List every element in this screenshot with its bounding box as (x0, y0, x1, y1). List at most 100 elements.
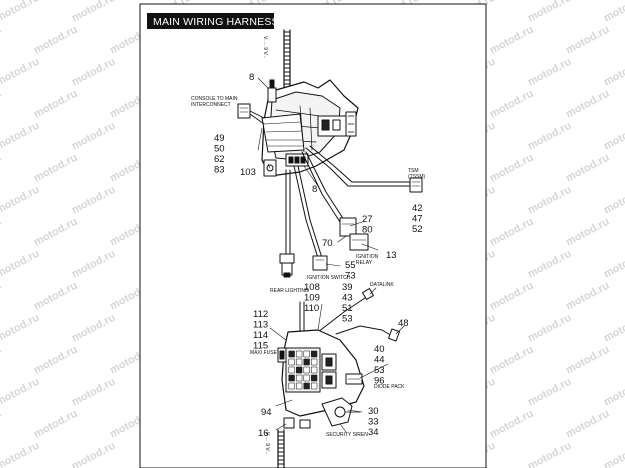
callout-8-top: 8 (249, 72, 254, 83)
watermark-text: motod.ru (564, 408, 612, 441)
callout-103: 103 (240, 167, 256, 178)
label-maxi-fuse: MAXI FUSE (250, 350, 278, 356)
watermark-text: motod.ru (32, 24, 80, 57)
title-banner (147, 13, 274, 29)
label-security-siren: SECURITY SIREN (326, 432, 368, 438)
watermark-text: motod.ru (70, 312, 118, 345)
fuse-cell (288, 350, 295, 358)
callout-8-mid: 8 (312, 184, 317, 195)
watermark-text: motod.ru (70, 56, 118, 89)
watermark-text: motod.ru (0, 408, 4, 441)
watermark-text: motod.ru (0, 344, 4, 377)
watermark-text: motod.ru (564, 344, 612, 377)
watermark-text: motod.ru (0, 216, 4, 249)
watermark-text: motod.ru (0, 280, 4, 313)
watermark-text: motod.ru (602, 248, 625, 281)
fuse-cell (288, 358, 295, 366)
watermark-text: motod.ru (602, 184, 625, 217)
harness-drawing (237, 29, 423, 468)
watermark-text: motod.ru (526, 120, 574, 153)
title: MAIN WIRING HARNESS (153, 16, 279, 28)
watermark-text: motod.ru (70, 120, 118, 153)
watermark-text: motod.ru (488, 152, 536, 185)
fuse-cell (303, 350, 310, 358)
watermark-text: motod.ru (32, 88, 80, 121)
watermark-text: motod.ru (602, 312, 625, 345)
watermark-text: motod.ru (70, 184, 118, 217)
watermark-text: motod.ru (564, 216, 612, 249)
watermark-text: motod.ru (526, 184, 574, 217)
watermark-text: motod.ru (0, 88, 4, 121)
watermark-text: motod.ru (564, 24, 612, 57)
watermark-text: motod.ru (526, 376, 574, 409)
watermark-text: motod.ru (564, 88, 612, 121)
watermark-text: motod.ru (0, 184, 42, 217)
fuse-cell (296, 374, 303, 382)
fuse-cell (311, 374, 318, 382)
watermark-text: motod.ru (488, 24, 536, 57)
watermark-text: motod.ru (526, 56, 574, 89)
watermark-text: motod.ru (0, 312, 42, 345)
watermark-text: motod.ru (488, 280, 536, 313)
watermark-text: motod.ru (70, 376, 118, 409)
fuse-cell (311, 382, 318, 390)
fuse-cell (288, 382, 295, 390)
watermark-text: motod.ru (32, 408, 80, 441)
callout-48: 48 (398, 318, 409, 329)
watermark-text: motod.ru (526, 0, 574, 25)
watermark-text: motod.ru (564, 152, 612, 185)
fuse-cell (303, 374, 310, 382)
watermark-text: motod.ru (602, 376, 625, 409)
label-ignition-switch: IGNITION SWITCH (307, 275, 351, 281)
watermark-text: motod.ru (488, 216, 536, 249)
fuse-cell (303, 358, 310, 366)
callout-70: 70 (322, 238, 333, 249)
watermark-text: motod.ru (602, 56, 625, 89)
watermark-text: motod.ru (526, 312, 574, 345)
fuse-cell (311, 358, 318, 366)
vertical-label-bottom: V..... 9 V... (264, 432, 270, 454)
fuse-cell (303, 366, 310, 374)
fuse-cell (311, 366, 318, 374)
fuse-cell (296, 350, 303, 358)
watermark-text: motod.ru (0, 0, 42, 25)
watermark-text: motod.ru (0, 248, 42, 281)
callout-94: 94 (261, 407, 272, 418)
watermark-text: motod.ru (0, 376, 42, 409)
watermark-text: motod.ru (602, 0, 625, 25)
fuse-cell (311, 350, 318, 358)
watermark-text: motod.ru (602, 120, 625, 153)
watermark-text: motod.ru (0, 120, 42, 153)
watermark-text: motod.ru (70, 440, 118, 468)
fuse-cell (296, 366, 303, 374)
watermark-text: motod.ru (526, 440, 574, 468)
callout-16: 16 (258, 428, 269, 439)
fuse-cell (296, 358, 303, 366)
fuse-cell (296, 382, 303, 390)
watermark-text: motod.ru (32, 216, 80, 249)
fuse-cell (303, 382, 310, 390)
watermark-text: motod.ru (488, 408, 536, 441)
label-tsm: TSM(TSSM) (408, 168, 426, 180)
watermark-text: motod.ru (602, 440, 625, 468)
vertical-label-top: V..... 9 V... (262, 36, 268, 58)
label-datalink: DATALINK (370, 282, 394, 288)
fuse-cell (288, 366, 295, 374)
watermark-text: motod.ru (70, 248, 118, 281)
watermark-text: motod.ru (32, 344, 80, 377)
watermark-text: motod.ru (0, 56, 42, 89)
watermark-text: motod.ru (32, 280, 80, 313)
watermark-text: motod.ru (0, 24, 4, 57)
label-diode-pack: DIODE PACK (374, 384, 405, 390)
